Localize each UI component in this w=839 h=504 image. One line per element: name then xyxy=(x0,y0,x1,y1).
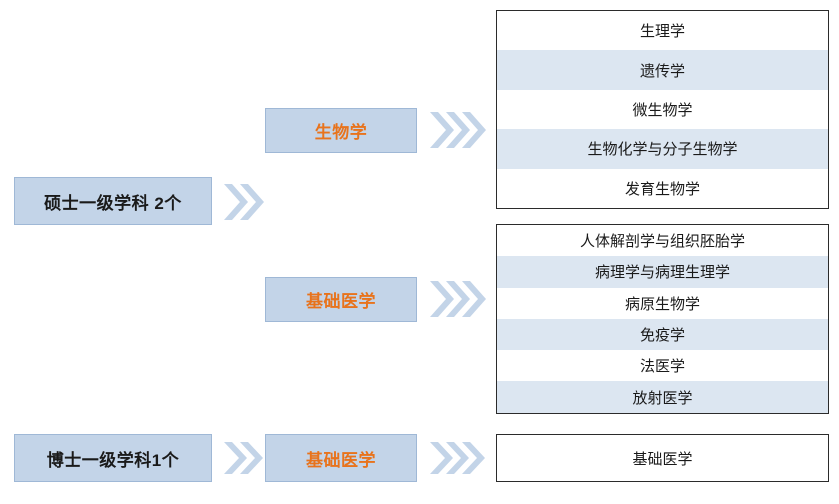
chevron-group-basic-medicine xyxy=(428,279,490,319)
list-item[interactable]: 遗传学 xyxy=(497,50,828,90)
chevron-right-icon xyxy=(224,184,264,220)
node-basic-medicine-label: 基础医学 xyxy=(306,292,376,311)
list-item[interactable]: 病理学与病理生理学 xyxy=(497,256,828,288)
list-item-label: 微生物学 xyxy=(632,101,693,119)
list-item[interactable]: 发育生物学 xyxy=(497,169,828,208)
node-basic-medicine-doctor-label: 基础医学 xyxy=(306,450,376,470)
list-item-label: 病原生物学 xyxy=(624,295,700,313)
list-item[interactable]: 免疫学 xyxy=(497,318,828,351)
panel-doctor-disciplines: 基础医学 xyxy=(496,434,829,482)
chevron-right-icon xyxy=(430,281,486,317)
chevron-right-icon xyxy=(430,442,485,474)
list-item[interactable]: 病原生物学 xyxy=(497,288,828,319)
node-biology-label: 生物学 xyxy=(314,123,368,142)
list-item-label: 基础医学 xyxy=(632,450,693,468)
list-item-label: 人体解剖学与组织胚胎学 xyxy=(579,233,745,251)
panel-basic-medicine-disciplines: 人体解剖学与组织胚胎学 病理学与病理生理学 病原生物学 免疫学 法医学 放射医学 xyxy=(496,224,829,414)
list-item[interactable]: 法医学 xyxy=(497,350,828,381)
list-item[interactable]: 基础医学 xyxy=(497,435,828,481)
chevron-right-icon xyxy=(224,442,263,474)
node-biology[interactable]: 生物学 xyxy=(265,108,417,153)
list-item-label: 法医学 xyxy=(639,358,685,376)
node-basic-medicine[interactable]: 基础医学 xyxy=(265,277,417,322)
list-item[interactable]: 人体解剖学与组织胚胎学 xyxy=(497,225,828,256)
node-basic-medicine-doctor[interactable]: 基础医学 xyxy=(265,434,417,482)
list-item-label: 放射医学 xyxy=(632,389,693,407)
node-doctor-degree-label: 博士一级学科1个 xyxy=(46,450,180,470)
node-master-degree[interactable]: 硕士一级学科 2个 xyxy=(14,177,212,225)
list-item[interactable]: 微生物学 xyxy=(497,90,828,129)
chevron-group-doctor xyxy=(222,440,267,476)
list-item-label: 生理学 xyxy=(639,23,685,41)
panel-biology-disciplines: 生理学 遗传学 微生物学 生物化学与分子生物学 发育生物学 xyxy=(496,10,829,209)
list-item-label: 生物化学与分子生物学 xyxy=(587,141,738,159)
chevron-group-doctor-panel xyxy=(428,440,490,476)
node-doctor-degree[interactable]: 博士一级学科1个 xyxy=(14,434,212,482)
node-master-degree-label: 硕士一级学科 2个 xyxy=(44,193,182,213)
list-item-label: 病理学与病理生理学 xyxy=(594,264,730,282)
list-item-label: 发育生物学 xyxy=(624,180,700,198)
list-item-label: 遗传学 xyxy=(639,62,685,80)
chevron-group-biology xyxy=(428,110,490,150)
list-item[interactable]: 放射医学 xyxy=(497,381,828,413)
chevron-group-master xyxy=(222,182,267,222)
list-item-label: 免疫学 xyxy=(639,327,685,345)
list-item[interactable]: 生物化学与分子生物学 xyxy=(497,129,828,169)
chevron-right-icon xyxy=(430,112,486,148)
list-item[interactable]: 生理学 xyxy=(497,11,828,50)
